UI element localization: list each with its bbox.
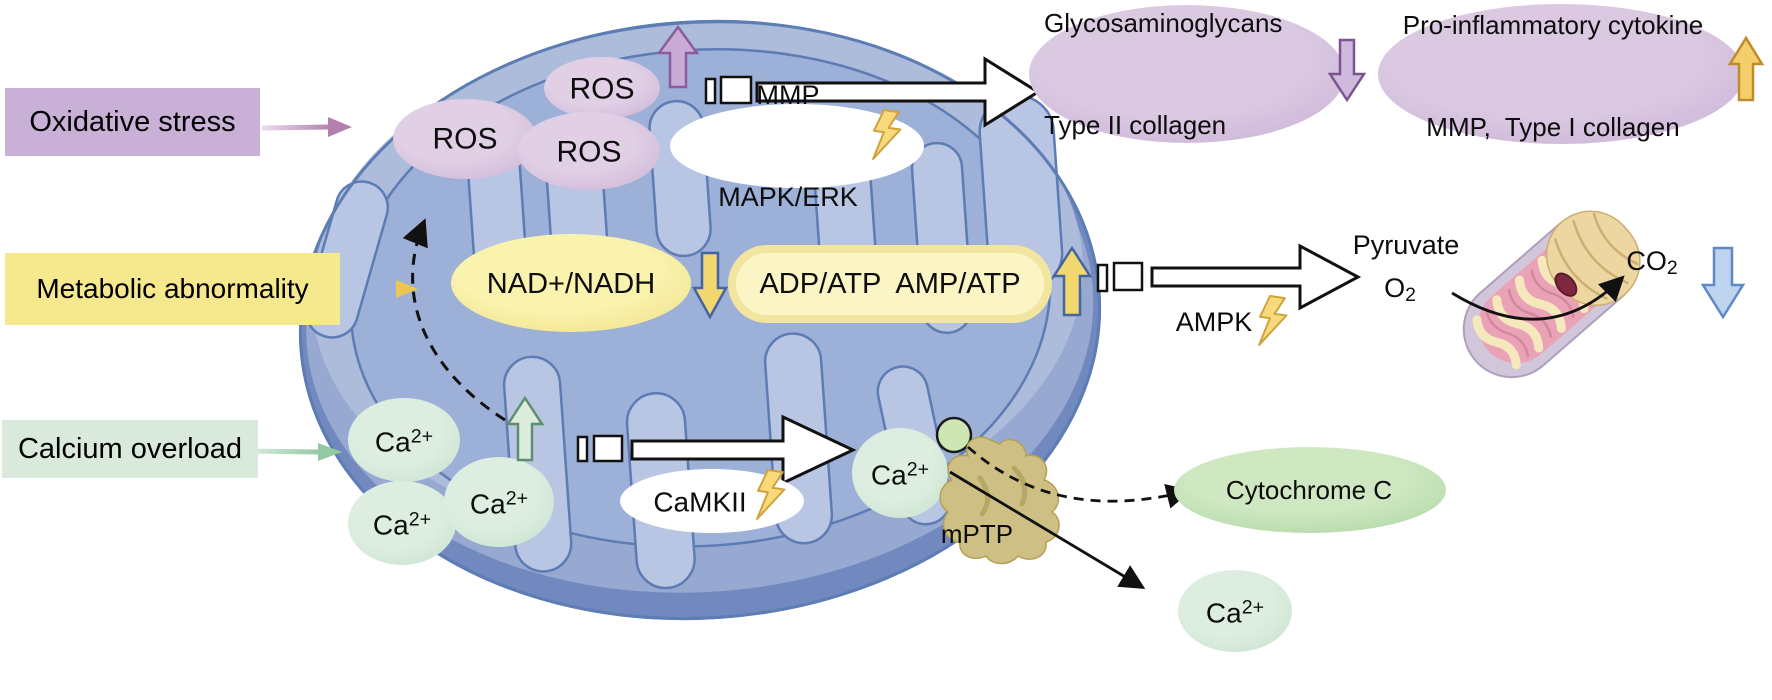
o2-label: O2 [1384,273,1416,306]
ros-label-3: ROS [556,135,622,169]
glycosaminoglycans-ellipse [1029,5,1345,143]
proinflammatory-ellipse [1378,4,1744,144]
ampk-pathway-arrow [1150,243,1362,311]
ros-label-2: ROS [569,72,635,106]
co2-label: CO2 [1626,246,1678,279]
mmp-line: MMP [756,80,820,110]
ampk-label: AMPK [1175,307,1253,338]
glyco-line2: Type II collagen [1044,110,1227,140]
calcium-label-3: Ca2+ [469,487,529,520]
mapk-erk-ellipse [670,104,924,188]
glyco-line1: Glycosaminoglycans [1044,8,1283,38]
ros-increase-arrow [656,24,700,89]
respiration-curved-arrow [1451,275,1625,321]
ros-bubbles [393,57,660,190]
calcium-outside [1178,570,1292,652]
adp-pill [728,245,1052,323]
calcium-label-1: Ca2+ [374,425,434,458]
mitochondrion-3d-image [1462,210,1641,379]
metabolic-abnormality-label: Metabolic abnormality [36,273,309,304]
respiration-decrease-arrow [1700,246,1746,320]
adp-amp-label: ADP/ATP AMP/ATP [759,267,1021,300]
mapk-pathway-arrow [755,56,1041,128]
arrow-calcium-input [246,443,342,461]
calcium-at-channel [852,428,948,518]
membrane-channel-icon-top [704,75,753,105]
amp-up-arrow [1051,245,1093,317]
pyruvate-label: Pyruvate [1352,230,1460,261]
nad-down-arrow [691,251,729,320]
oxidative-stress-label: Oxidative stress [29,105,236,138]
calcium-to-ros-dashed-arrow [402,218,506,422]
proinf-line2: MMP, Type I collagen [1426,112,1680,142]
mapk-erk-label: MMP MAPK/ERK [718,10,858,282]
calcium-increase-arrow [505,395,545,462]
nad-label: NAD+/NADH [486,267,656,300]
calcium-efflux-arrow [949,470,1146,589]
proinflammatory-increase-arrow [1727,35,1765,102]
calcium-overload-label: Calcium overload [17,432,243,465]
calcium-label-outside: Ca2+ [1205,596,1265,629]
calcium-bubbles [348,398,554,565]
membrane-channel-icon-middle [1096,261,1144,293]
camkii-pathway-arrow [630,414,857,486]
proinflammatory-label: Pro-inflammatory cytokine MMP, Type I co… [1403,0,1704,212]
nad-ellipse [451,234,691,332]
camkii-label: CaMKII [653,486,747,518]
mptp-label: mPTP [940,518,1014,549]
cytochrome-ellipse [1174,447,1446,533]
calcium-label-channel: Ca2+ [870,458,930,491]
input-box-metabolic-abnormality: Metabolic abnormality [5,253,340,325]
input-box-oxidative-stress: Oxidative stress [5,88,260,156]
input-box-calcium-overload: Calcium overload [2,420,258,478]
lightning-bolt-icon-camkii [756,469,786,520]
mapk-line: MAPK/ERK [718,182,858,212]
proinf-line1: Pro-inflammatory cytokine [1402,10,1704,40]
lightning-bolt-icon-mapk [872,109,902,160]
calcium-label-2: Ca2+ [372,508,432,541]
glyco-decrease-arrow [1327,38,1367,103]
glycosaminoglycans-label: Glycosaminoglycans Type II collagen [1044,0,1282,210]
membrane-channel-icon-bottom [576,434,624,463]
arrow-metabolic-input [344,280,418,298]
calcium-ion-dot [935,416,973,454]
ros-label-1: ROS [432,122,498,156]
lightning-bolt-icon-ampk [1258,295,1288,346]
cytochrome-label: Cytochrome C [1225,474,1393,505]
arrow-oxidative-input [261,117,352,137]
